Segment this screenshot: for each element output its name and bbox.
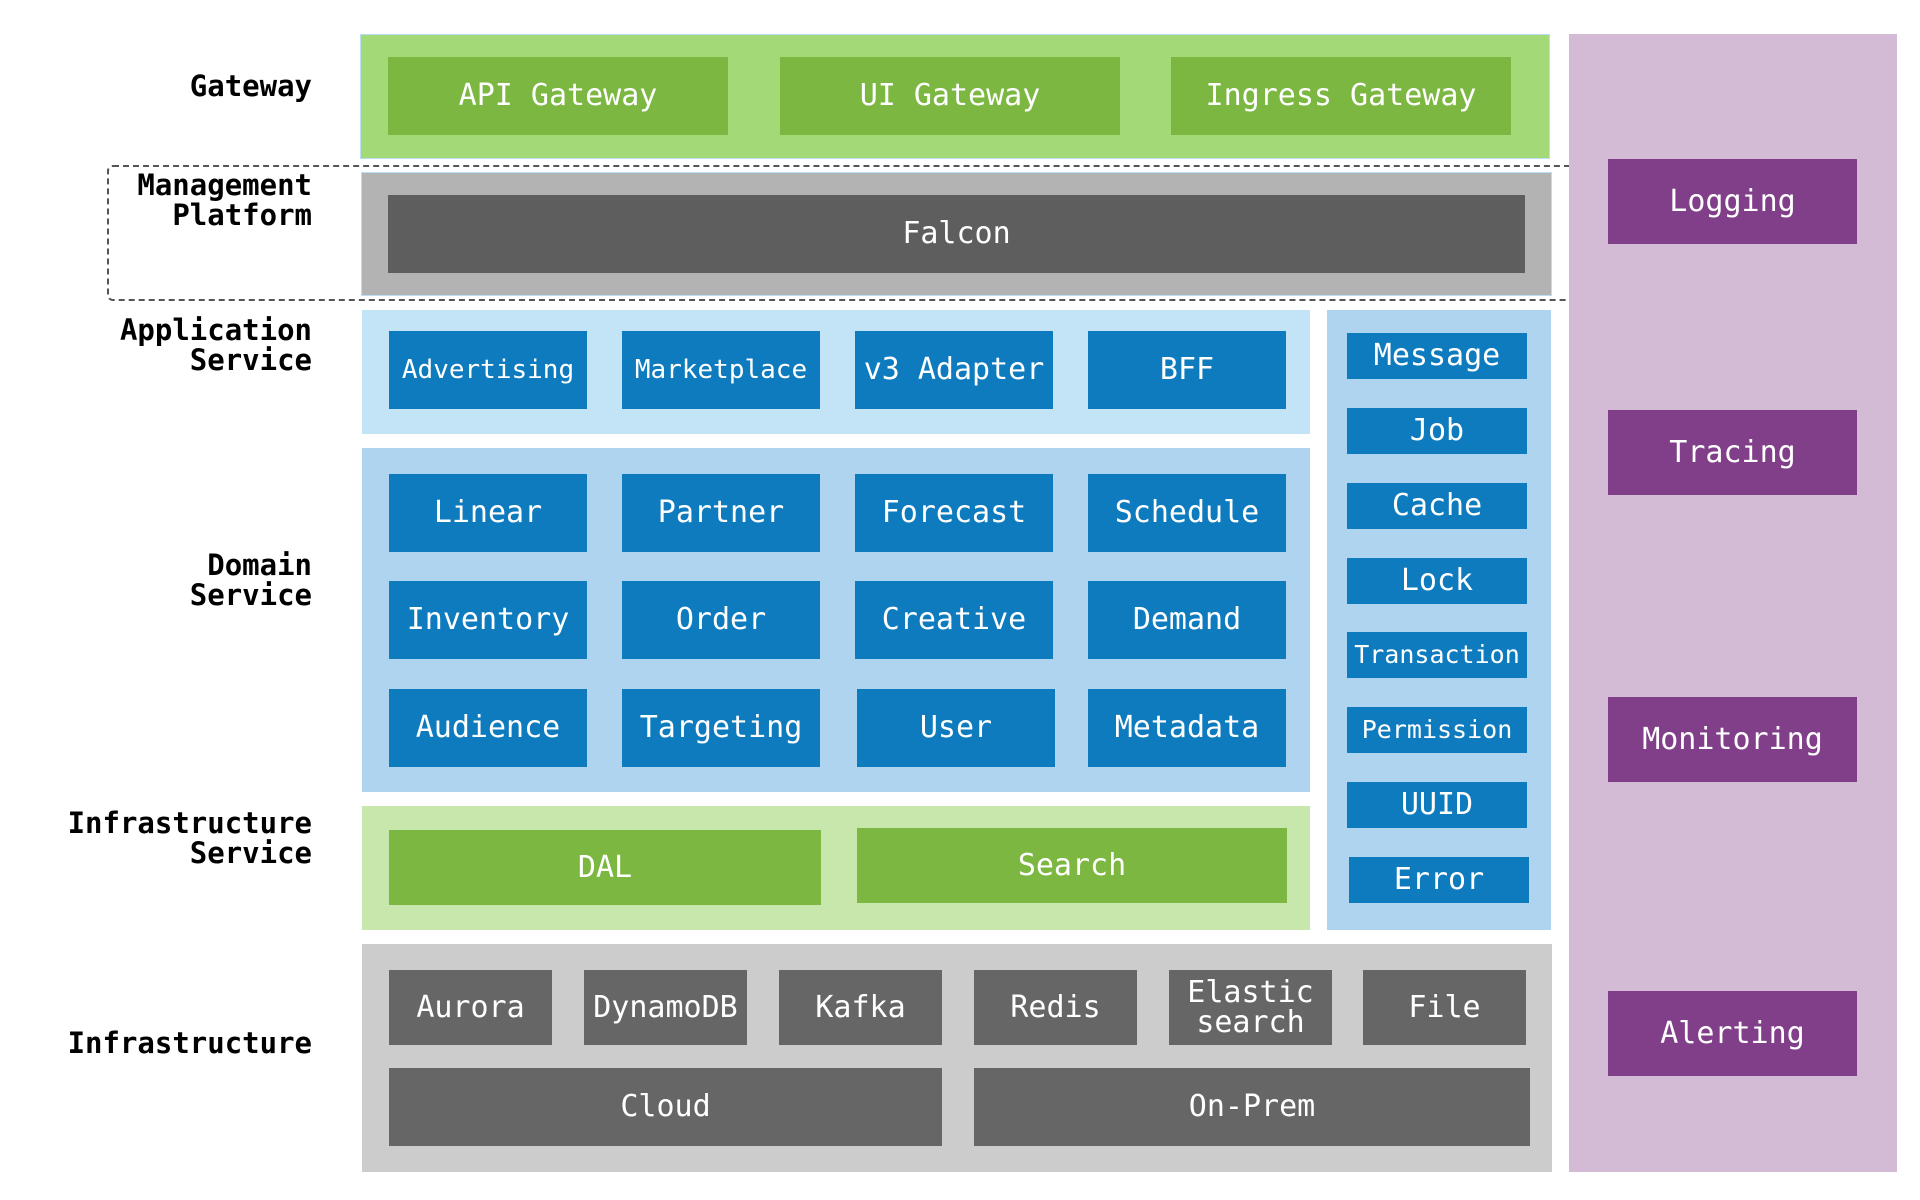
- api-gateway-box: API Gateway: [388, 57, 728, 135]
- v3-adapter-box: v3 Adapter: [855, 331, 1053, 409]
- forecast-box: Forecast: [855, 474, 1053, 552]
- job-box: Job: [1347, 408, 1527, 454]
- error-box: Error: [1349, 857, 1529, 903]
- domain-layer-label: Domain Service: [189, 548, 312, 612]
- search-box: Search: [857, 828, 1287, 903]
- ui-gateway-box: UI Gateway: [780, 57, 1120, 135]
- partner-box: Partner: [622, 474, 820, 552]
- user-box: User: [857, 689, 1055, 767]
- creative-box: Creative: [855, 581, 1053, 659]
- infrastructure-layer-label: Infrastructure: [67, 1026, 312, 1060]
- permission-box: Permission: [1347, 707, 1527, 753]
- advertising-box: Advertising: [389, 331, 587, 409]
- monitoring-box: Monitoring: [1608, 697, 1857, 782]
- order-box: Order: [622, 581, 820, 659]
- alerting-box: Alerting: [1608, 991, 1857, 1076]
- management-layer-label: Management Platform: [137, 168, 312, 232]
- message-box: Message: [1347, 333, 1527, 379]
- elasticsearch-box: Elastic search: [1169, 970, 1332, 1045]
- targeting-box: Targeting: [622, 689, 820, 767]
- falcon-box: Falcon: [388, 195, 1525, 273]
- bff-box: BFF: [1088, 331, 1286, 409]
- audience-box: Audience: [389, 689, 587, 767]
- dynamodb-box: DynamoDB: [584, 970, 747, 1045]
- kafka-box: Kafka: [779, 970, 942, 1045]
- marketplace-box: Marketplace: [622, 331, 820, 409]
- file-box: File: [1363, 970, 1526, 1045]
- lock-box: Lock: [1347, 558, 1527, 604]
- on-prem-box: On-Prem: [974, 1068, 1530, 1146]
- logging-box: Logging: [1608, 159, 1857, 244]
- linear-box: Linear: [389, 474, 587, 552]
- demand-box: Demand: [1088, 581, 1286, 659]
- common-panel: [1327, 310, 1551, 930]
- transaction-box: Transaction: [1347, 632, 1527, 678]
- schedule-box: Schedule: [1088, 474, 1286, 552]
- application-layer-label: Application Service: [119, 313, 312, 377]
- dal-box: DAL: [389, 830, 821, 905]
- inventory-box: Inventory: [389, 581, 587, 659]
- ingress-gateway-box: Ingress Gateway: [1171, 57, 1511, 135]
- gateway-layer-label: Gateway: [189, 69, 312, 103]
- redis-box: Redis: [974, 970, 1137, 1045]
- cloud-box: Cloud: [389, 1068, 942, 1146]
- uuid-box: UUID: [1347, 782, 1527, 828]
- tracing-box: Tracing: [1608, 410, 1857, 495]
- cache-box: Cache: [1347, 483, 1527, 529]
- aurora-box: Aurora: [389, 970, 552, 1045]
- infra-service-layer-label: Infrastructure Service: [67, 806, 312, 870]
- metadata-box: Metadata: [1088, 689, 1286, 767]
